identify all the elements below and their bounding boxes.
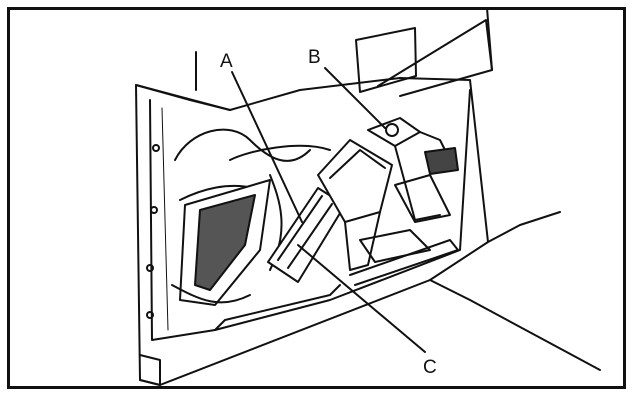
dash-lower-right	[487, 211, 561, 243]
callout-b: B	[308, 47, 321, 68]
wire-harness-dark	[194, 194, 256, 291]
jack-body-edge	[329, 149, 386, 179]
ratchet-head	[424, 147, 459, 175]
mount-hole	[146, 311, 154, 319]
leader-line-a	[231, 71, 303, 223]
leader-line-b	[324, 67, 386, 129]
dash-lower-seam	[429, 279, 601, 371]
mount-hole	[146, 264, 154, 272]
strap-clip	[394, 174, 451, 223]
tool-bracket-rail	[277, 195, 323, 261]
leader-line-c	[297, 244, 426, 353]
glovebox-top-lip	[135, 84, 231, 111]
mount-hole	[152, 144, 160, 152]
mount-hole	[150, 206, 158, 214]
floor-trim-right	[349, 239, 459, 286]
jack-base	[344, 211, 381, 271]
wire-bundle-top	[174, 128, 311, 162]
callout-a: A	[220, 51, 233, 72]
glovebox-inner-wall	[149, 89, 471, 341]
floor-trim	[214, 284, 341, 331]
glovebox-inner-ridge	[161, 107, 169, 331]
wire-strand	[229, 144, 331, 161]
tool-bracket-rail-2	[287, 203, 333, 269]
wire-loop-lower	[171, 284, 251, 304]
glovebox-latch-panel	[355, 27, 417, 93]
glovebox-corner	[139, 354, 161, 386]
callout-c: C	[423, 357, 437, 378]
wing-nut	[367, 117, 421, 147]
wing-nut-center	[385, 123, 399, 137]
lower-bracket	[359, 229, 431, 263]
dash-edge	[486, 7, 493, 71]
